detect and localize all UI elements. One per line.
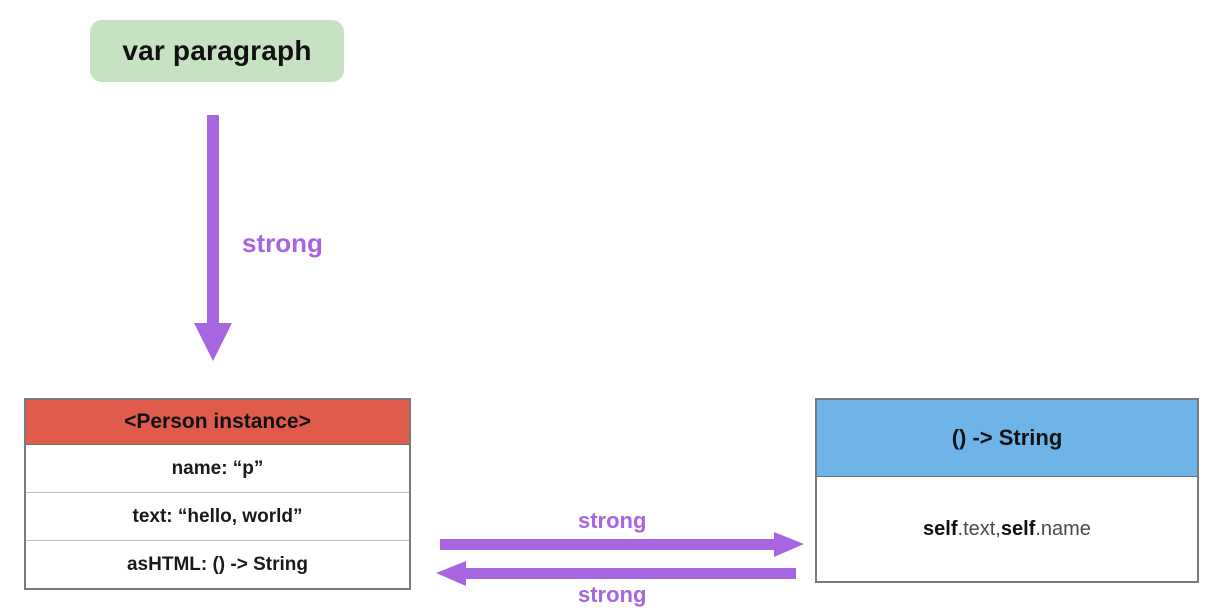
closure-body: self.text, self.name: [817, 476, 1197, 581]
down-arrow-icon: [194, 115, 232, 361]
table-row: asHTML: () -> String: [26, 540, 409, 588]
strong-arrow-right: [440, 531, 804, 557]
closure-box: () -> String self.text, self.name: [815, 398, 1199, 583]
closure-header: () -> String: [817, 400, 1197, 476]
left-arrow-icon: [436, 561, 796, 586]
closure-body-text-1: .text,: [957, 517, 1001, 540]
strong-arrow-left: [436, 560, 796, 586]
right-arrow-icon: [440, 532, 804, 557]
strong-arrow-left-label: strong: [578, 582, 647, 607]
table-row: text: “hello, world”: [26, 492, 409, 540]
variable-pill-label: var paragraph: [122, 35, 312, 66]
closure-body-self-2: self: [1000, 517, 1036, 540]
table-row: name: “p”: [26, 444, 409, 492]
vertical-arrow-label: strong: [242, 228, 323, 258]
closure-body-self-1: self: [923, 517, 958, 540]
person-instance-header: <Person instance>: [26, 400, 409, 444]
vertical-strong-arrow: [188, 115, 248, 365]
strong-arrow-right-label: strong: [578, 508, 647, 533]
variable-pill: var paragraph: [90, 20, 344, 82]
person-instance-box: <Person instance> name: “p” text: “hello…: [24, 398, 411, 590]
closure-body-text-2: .name: [1035, 517, 1091, 540]
